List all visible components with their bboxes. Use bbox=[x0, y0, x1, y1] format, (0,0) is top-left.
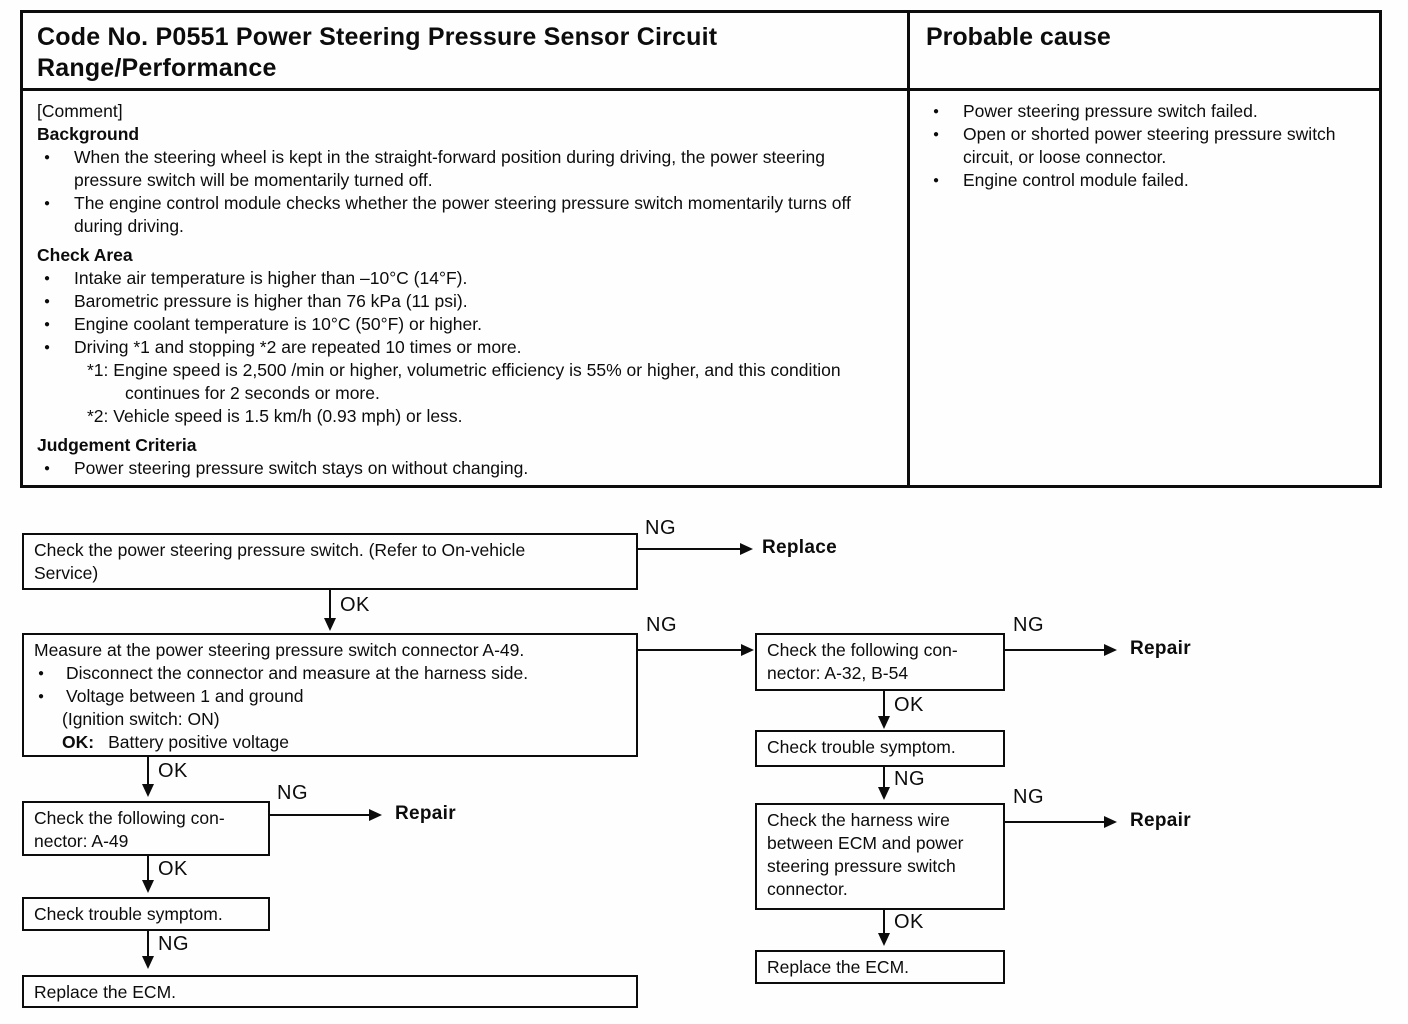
arrow-right-icon bbox=[369, 809, 382, 821]
arrow-down-icon bbox=[142, 880, 154, 893]
bullet-icon: ● bbox=[933, 129, 940, 140]
bullet-icon: ● bbox=[933, 175, 940, 186]
ok-label: OK bbox=[894, 911, 924, 933]
measure-title: Measure at the power steering pressure s… bbox=[34, 640, 525, 660]
judgement-bullet: ● Power steering pressure switch stays o… bbox=[37, 457, 893, 480]
ng-label: NG bbox=[1013, 614, 1044, 636]
ok-connector-line bbox=[883, 910, 885, 934]
flow-step-check-harness-wire: Check the harness wire between ECM and p… bbox=[755, 803, 1005, 910]
ok-connector-line bbox=[147, 757, 149, 785]
ng-connector-line bbox=[883, 767, 885, 788]
arrow-right-icon bbox=[1104, 816, 1117, 828]
arrow-down-icon bbox=[878, 716, 890, 729]
dtc-table: Code No. P0551 Power Steering Pressure S… bbox=[20, 10, 1382, 488]
flow-step-check-connector-a32-b54: Check the following con- nector: A-32, B… bbox=[755, 633, 1005, 691]
ok-connector-line bbox=[883, 691, 885, 717]
ng-connector-line bbox=[147, 931, 149, 957]
flow-step-check-trouble-symptom-left: Check trouble symptom. bbox=[22, 897, 270, 931]
flow-step-measure-connector: Measure at the power steering pressure s… bbox=[22, 633, 638, 757]
arrow-down-icon bbox=[324, 618, 336, 631]
bullet-icon: ● bbox=[38, 668, 45, 679]
bullet-icon: ● bbox=[44, 342, 51, 353]
background-bullet: ● The engine control module checks wheth… bbox=[37, 192, 893, 238]
flow-step-check-trouble-symptom-right: Check trouble symptom. bbox=[755, 730, 1005, 767]
measure-ok-line: OK: Battery positive voltage bbox=[62, 731, 626, 754]
ok-label: OK bbox=[894, 694, 924, 716]
ok-spec-value: Battery positive voltage bbox=[108, 732, 290, 752]
ng-label: NG bbox=[646, 614, 677, 636]
bullet-icon: ● bbox=[44, 152, 51, 163]
arrow-right-icon bbox=[741, 644, 754, 656]
flow-step-check-switch: Check the power steering pressure switch… bbox=[22, 533, 638, 590]
check-area-bullet: ● Engine coolant temperature is 10°C (50… bbox=[37, 313, 893, 336]
bullet-icon: ● bbox=[38, 691, 45, 702]
check-area-heading: Check Area bbox=[37, 245, 133, 265]
ng-connector-line bbox=[1005, 821, 1105, 823]
measure-condition: (Ignition switch: ON) bbox=[62, 709, 220, 729]
arrow-down-icon bbox=[878, 933, 890, 946]
ok-connector-line bbox=[329, 590, 331, 619]
ng-label: NG bbox=[894, 768, 925, 790]
measure-bullet: ● Disconnect the connector and measure a… bbox=[34, 662, 626, 685]
ok-label: OK bbox=[340, 594, 370, 616]
bullet-icon: ● bbox=[933, 106, 940, 117]
repair-label: Repair bbox=[395, 803, 456, 824]
bullet-icon: ● bbox=[44, 296, 51, 307]
arrow-down-icon bbox=[142, 784, 154, 797]
flow-step-replace-ecm-right: Replace the ECM. bbox=[755, 950, 1005, 984]
repair-label: Repair bbox=[1130, 810, 1191, 831]
ng-label: NG bbox=[158, 933, 189, 955]
arrow-down-icon bbox=[142, 956, 154, 969]
ok-connector-line bbox=[147, 856, 149, 881]
comment-cell: [Comment] Background ● When the steering… bbox=[23, 91, 907, 485]
arrow-down-icon bbox=[878, 787, 890, 800]
bullet-icon: ● bbox=[44, 319, 51, 330]
ng-label: NG bbox=[1013, 786, 1044, 808]
comment-tag: [Comment] bbox=[37, 101, 123, 121]
arrow-right-icon bbox=[1104, 644, 1117, 656]
judgement-criteria-heading: Judgement Criteria bbox=[37, 435, 197, 455]
bullet-icon: ● bbox=[44, 198, 51, 209]
probable-cause-bullet: ● Power steering pressure switch failed. bbox=[926, 100, 1363, 123]
probable-cause-header: Probable cause bbox=[907, 13, 1379, 91]
repair-label: Repair bbox=[1130, 638, 1191, 659]
ng-connector-line bbox=[638, 649, 742, 651]
probable-cause-cell: ● Power steering pressure switch failed.… bbox=[907, 91, 1379, 485]
bullet-icon: ● bbox=[44, 273, 51, 284]
replace-label: Replace bbox=[762, 537, 837, 558]
arrow-right-icon bbox=[740, 543, 753, 555]
background-bullet: ● When the steering wheel is kept in the… bbox=[37, 146, 893, 192]
ng-label: NG bbox=[277, 782, 308, 804]
check-area-bullet: ● Barometric pressure is higher than 76 … bbox=[37, 290, 893, 313]
flow-step-check-connector-a49: Check the following con- nector: A-49 bbox=[22, 801, 270, 856]
measure-bullet: ● Voltage between 1 and ground bbox=[34, 685, 626, 708]
probable-cause-bullet: ● Engine control module failed. bbox=[926, 169, 1363, 192]
ng-connector-line bbox=[270, 814, 370, 816]
probable-cause-bullet: ● Open or shorted power steering pressur… bbox=[926, 123, 1363, 169]
check-area-bullet: ● Driving *1 and stopping *2 are repeate… bbox=[37, 336, 893, 359]
ng-connector-line bbox=[1005, 649, 1105, 651]
ok-spec-label: OK: bbox=[62, 732, 95, 752]
footnote-1: *1: Engine speed is 2,500 /min or higher… bbox=[87, 360, 841, 403]
dtc-code-title: Code No. P0551 Power Steering Pressure S… bbox=[23, 13, 907, 91]
ok-label: OK bbox=[158, 760, 188, 782]
ok-label: OK bbox=[158, 858, 188, 880]
footnote-2: *2: Vehicle speed is 1.5 km/h (0.93 mph)… bbox=[87, 406, 463, 426]
bullet-icon: ● bbox=[44, 463, 51, 474]
ng-connector-line bbox=[638, 548, 741, 550]
flow-step-replace-ecm-left: Replace the ECM. bbox=[22, 975, 638, 1008]
background-heading: Background bbox=[37, 124, 140, 144]
check-area-bullet: ● Intake air temperature is higher than … bbox=[37, 267, 893, 290]
ng-label: NG bbox=[645, 517, 676, 539]
